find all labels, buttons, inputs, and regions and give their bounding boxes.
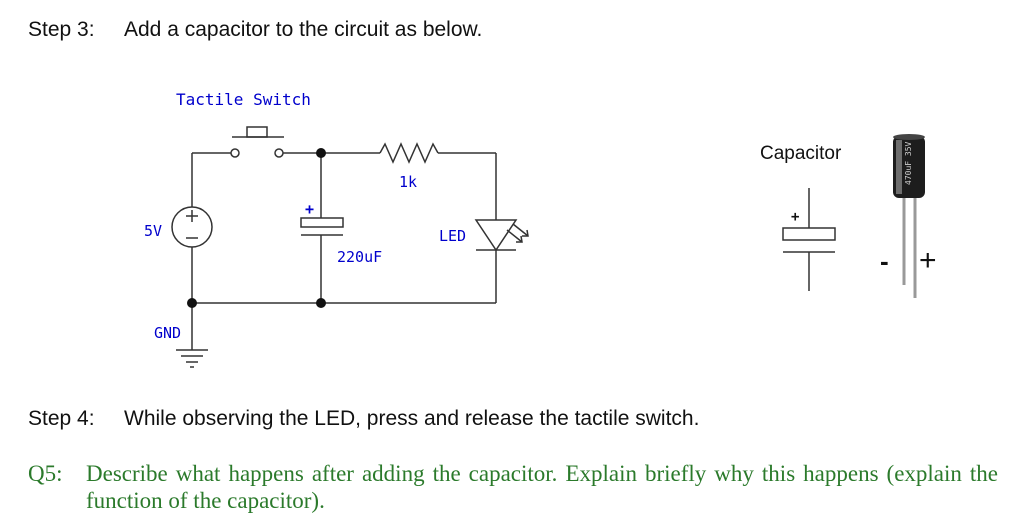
junction-dot (187, 298, 197, 308)
q5-text: Describe what happens after adding the c… (86, 461, 998, 513)
capacitor-body-text: 470uF 35V (904, 141, 913, 185)
led-arrow-2 (512, 223, 529, 237)
junction-dot (316, 298, 326, 308)
step3-label: Step 3: (28, 18, 95, 41)
switch-label: Tactile Switch (176, 90, 311, 109)
ground-label: GND (154, 324, 181, 342)
junction-dot (316, 148, 326, 158)
step3-text: Add a capacitor to the circuit as below. (124, 18, 483, 41)
capacitor-plate-positive (300, 217, 344, 228)
source-label: 5V (144, 222, 162, 240)
step4-text: While observing the LED, press and relea… (124, 407, 700, 430)
step3-line: Step 3: Add a capacitor to the circuit as… (28, 18, 482, 42)
capacitor-minus-mark: - (880, 246, 889, 276)
capacitor-value-label: 220uF (337, 248, 382, 266)
step4-line: Step 4: While observing the LED, press an… (28, 407, 699, 431)
step4-label: Step 4: (28, 407, 95, 430)
led-arrow-1 (506, 229, 523, 243)
switch-terminal-right (274, 148, 284, 158)
led-label: LED (439, 227, 466, 245)
circuit-schematic: Tactile Switch 1k 5V GND 220uF LED + + 4… (144, 90, 925, 368)
led-symbol (474, 219, 518, 252)
q5-label: Q5: (28, 461, 63, 486)
capacitor-plus-mark-large: + (919, 244, 937, 277)
resistor-symbol (379, 142, 439, 164)
question-q5: Q5: Describe what happens after adding t… (28, 460, 998, 514)
capacitor-symbol-plus: + (791, 209, 799, 225)
capacitor-photo: 470uF 35V (893, 134, 925, 298)
capacitor-plus-mark: + (305, 200, 314, 218)
resistor-label: 1k (399, 173, 417, 191)
capacitor-panel-symbol (782, 188, 836, 291)
switch-terminal-left (230, 148, 240, 158)
capacitor-panel-title: Capacitor (760, 143, 842, 164)
switch-button (246, 126, 268, 138)
